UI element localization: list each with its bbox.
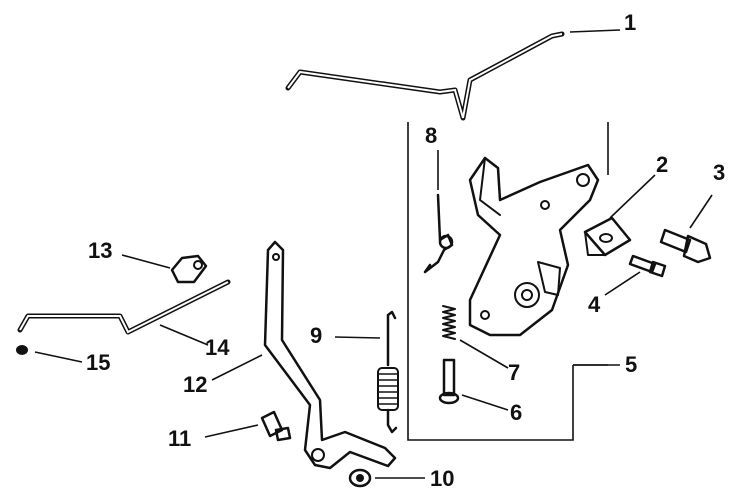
- part-13-clamp: [170, 254, 208, 284]
- part-1-link-rod: [285, 31, 565, 121]
- part-4-screw: [628, 254, 667, 278]
- part-14-rod: [17, 279, 231, 335]
- callout-9: 9: [310, 323, 322, 348]
- callout-1: 1: [624, 10, 636, 35]
- callout-8: 8: [425, 123, 437, 148]
- part-2-clip: [583, 216, 632, 257]
- callout-2: 2: [656, 152, 668, 177]
- callout-11: 11: [168, 426, 191, 451]
- callout-7: 7: [508, 360, 520, 385]
- part-10-nut: [348, 468, 372, 488]
- part-11-stud: [260, 410, 292, 442]
- control-plate: [468, 156, 600, 337]
- callout-14: 14: [205, 335, 230, 360]
- callout-15: 15: [86, 350, 110, 375]
- part-8-torsion-spring: [423, 193, 454, 274]
- callout-13: 13: [88, 238, 112, 263]
- part-15-nut: [16, 345, 28, 355]
- callout-6: 6: [510, 400, 522, 425]
- part-7-spring: [442, 305, 456, 340]
- callout-12: 12: [183, 372, 207, 397]
- part-6-screw: [438, 358, 460, 405]
- callout-10: 10: [430, 466, 454, 491]
- callout-3: 3: [713, 160, 725, 185]
- part-12-control-lever: [263, 240, 397, 470]
- callout-numbers: 1 2 3 4 5 6 7 8 9 10 11 12 13 14 15: [86, 10, 725, 491]
- part-9-extension-spring: [377, 310, 399, 434]
- leader-lines: [34, 29, 713, 479]
- callout-5: 5: [625, 352, 637, 377]
- part-3-bolt: [659, 228, 712, 264]
- callout-4: 4: [588, 292, 601, 317]
